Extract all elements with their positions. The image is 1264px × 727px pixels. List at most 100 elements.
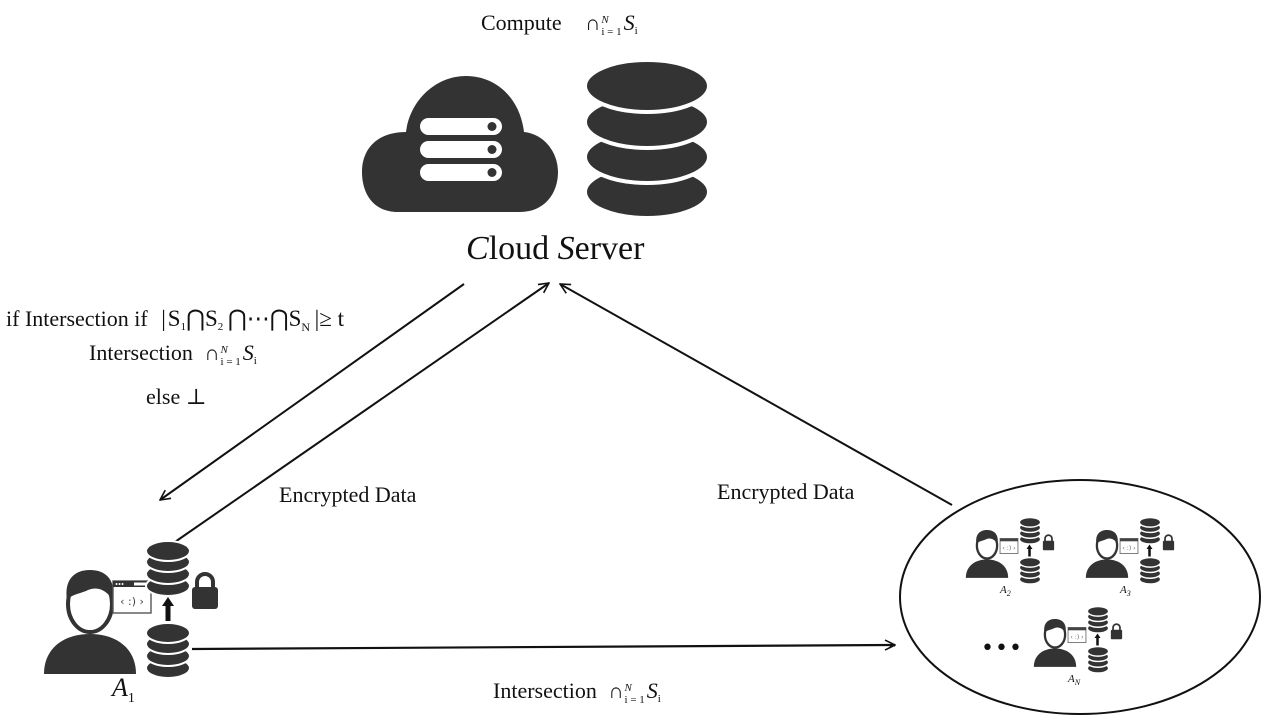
expr-set: S xyxy=(242,340,254,365)
title-part: erver xyxy=(574,230,645,267)
encrypted-database-icon xyxy=(1018,517,1042,545)
set-s1: S xyxy=(167,306,181,331)
cloud-server-icon xyxy=(362,76,558,212)
expr-sub: i = 1 xyxy=(220,355,241,368)
participant-a3: ‹ :) › A3 xyxy=(1084,517,1184,607)
upload-arrow-icon xyxy=(1146,544,1153,557)
intersection-operator: ∩ xyxy=(608,679,624,703)
expr-set: S xyxy=(623,10,635,35)
svg-text:‹ :) ›: ‹ :) › xyxy=(120,595,144,608)
label-sub: 3 xyxy=(1126,589,1131,598)
cap-op: ⋂ xyxy=(269,306,289,331)
expr-sup: N xyxy=(220,344,228,357)
participant-label: A3 xyxy=(1120,585,1131,598)
participant-an: ‹ :) › AN xyxy=(1032,606,1132,696)
compute-text: Compute xyxy=(481,10,562,35)
code-window-icon: ‹ :) › xyxy=(112,580,152,614)
participant-a2: ‹ :) › A2 xyxy=(964,517,1064,607)
lock-icon xyxy=(1110,623,1123,640)
title-part: C xyxy=(466,230,489,267)
lock-icon xyxy=(1042,534,1055,551)
label-main: A xyxy=(1000,584,1007,596)
intersection-label: Intersection xyxy=(89,340,193,365)
edge-label-group-encrypted-data: Encrypted Data xyxy=(717,479,855,504)
ellipsis: ••• xyxy=(981,636,1023,661)
intersection-operator: ∩ xyxy=(585,11,601,35)
participant-label: A2 xyxy=(1000,585,1011,598)
user-icon xyxy=(1033,619,1077,667)
edge-group-encrypted-data xyxy=(560,284,953,506)
plain-database-icon xyxy=(1018,557,1042,585)
label-main: A xyxy=(1120,584,1127,596)
expr-set-sub: i xyxy=(634,25,638,37)
edge-result-to-a1 xyxy=(160,283,465,500)
intersection-operator: ∩ xyxy=(204,341,220,365)
user-icon xyxy=(965,530,1009,578)
expr-sup: N xyxy=(601,14,609,27)
expr-sub: i = 1 xyxy=(601,25,622,38)
user-icon xyxy=(44,570,136,674)
lock-icon xyxy=(192,572,218,609)
expr-sub: i = 1 xyxy=(624,693,645,706)
upload-arrow-icon xyxy=(162,597,174,621)
plain-database-icon xyxy=(1138,557,1162,585)
threshold-tail: |≥ t xyxy=(314,306,345,331)
intersection-label: Intersection xyxy=(493,678,597,703)
svg-text:‹ :) ›: ‹ :) › xyxy=(1002,545,1015,552)
upload-arrow-icon xyxy=(1026,544,1033,557)
label-sub: 1 xyxy=(127,691,135,706)
participant-a1: ‹ :) › A1 xyxy=(40,540,230,710)
code-window-icon: ‹ :) › xyxy=(1119,538,1139,554)
edge-label-a1-encrypted-data: Encrypted Data xyxy=(279,482,417,507)
expr-set-sub: i xyxy=(657,693,661,705)
label-main: A xyxy=(112,673,128,702)
dots: ⋯ xyxy=(246,306,270,331)
title-part: S xyxy=(557,230,575,267)
set-s2-sub: 2 xyxy=(217,321,224,333)
participant-label: AN xyxy=(1068,674,1080,687)
label-sub: 2 xyxy=(1006,589,1011,598)
set-sn-sub: N xyxy=(301,320,311,334)
expr-sup: N xyxy=(624,682,632,695)
set-sn: S xyxy=(288,306,302,331)
label-sub: N xyxy=(1074,678,1081,687)
condition-prefix: if Intersection if xyxy=(6,306,148,331)
expr-set: S xyxy=(646,678,658,703)
set-s1-sub: 1 xyxy=(180,321,187,333)
plain-database-icon xyxy=(1086,646,1110,674)
svg-text:‹ :) ›: ‹ :) › xyxy=(1122,545,1135,552)
threshold-expression: | S1⋂S2 ⋂⋯⋂SN |≥ t xyxy=(161,306,345,334)
upload-arrow-icon xyxy=(1094,633,1101,646)
edge-a1-encrypted-data xyxy=(171,283,549,545)
title-part: loud xyxy=(488,230,558,267)
code-window-icon: ‹ :) › xyxy=(999,538,1019,554)
set-s2: S xyxy=(204,306,218,331)
code-window-icon: ‹ :) › xyxy=(1067,627,1087,643)
lock-icon xyxy=(1162,534,1175,551)
condition-line-1: if Intersection if | S1⋂S2 ⋂⋯⋂SN |≥ t xyxy=(6,307,344,333)
user-icon xyxy=(1085,530,1129,578)
cap-op: ⋂ xyxy=(227,306,247,331)
abs-bar: | xyxy=(161,306,166,331)
plain-database-icon xyxy=(145,622,191,679)
participants-group-ellipse xyxy=(899,479,1261,715)
expr-set-sub: i xyxy=(253,355,257,367)
encrypted-database-icon xyxy=(1138,517,1162,545)
label-main: A xyxy=(1068,673,1075,685)
edge-a1-intersection xyxy=(191,645,895,649)
database-icon xyxy=(583,58,711,220)
encrypted-database-icon xyxy=(1086,606,1110,634)
participant-label: A1 xyxy=(112,675,135,706)
cap-op: ⋂ xyxy=(186,306,205,331)
svg-text:‹ :) ›: ‹ :) › xyxy=(1070,634,1083,641)
encrypted-database-icon xyxy=(145,540,191,597)
condition-line-3: else ⊥ xyxy=(146,384,207,409)
